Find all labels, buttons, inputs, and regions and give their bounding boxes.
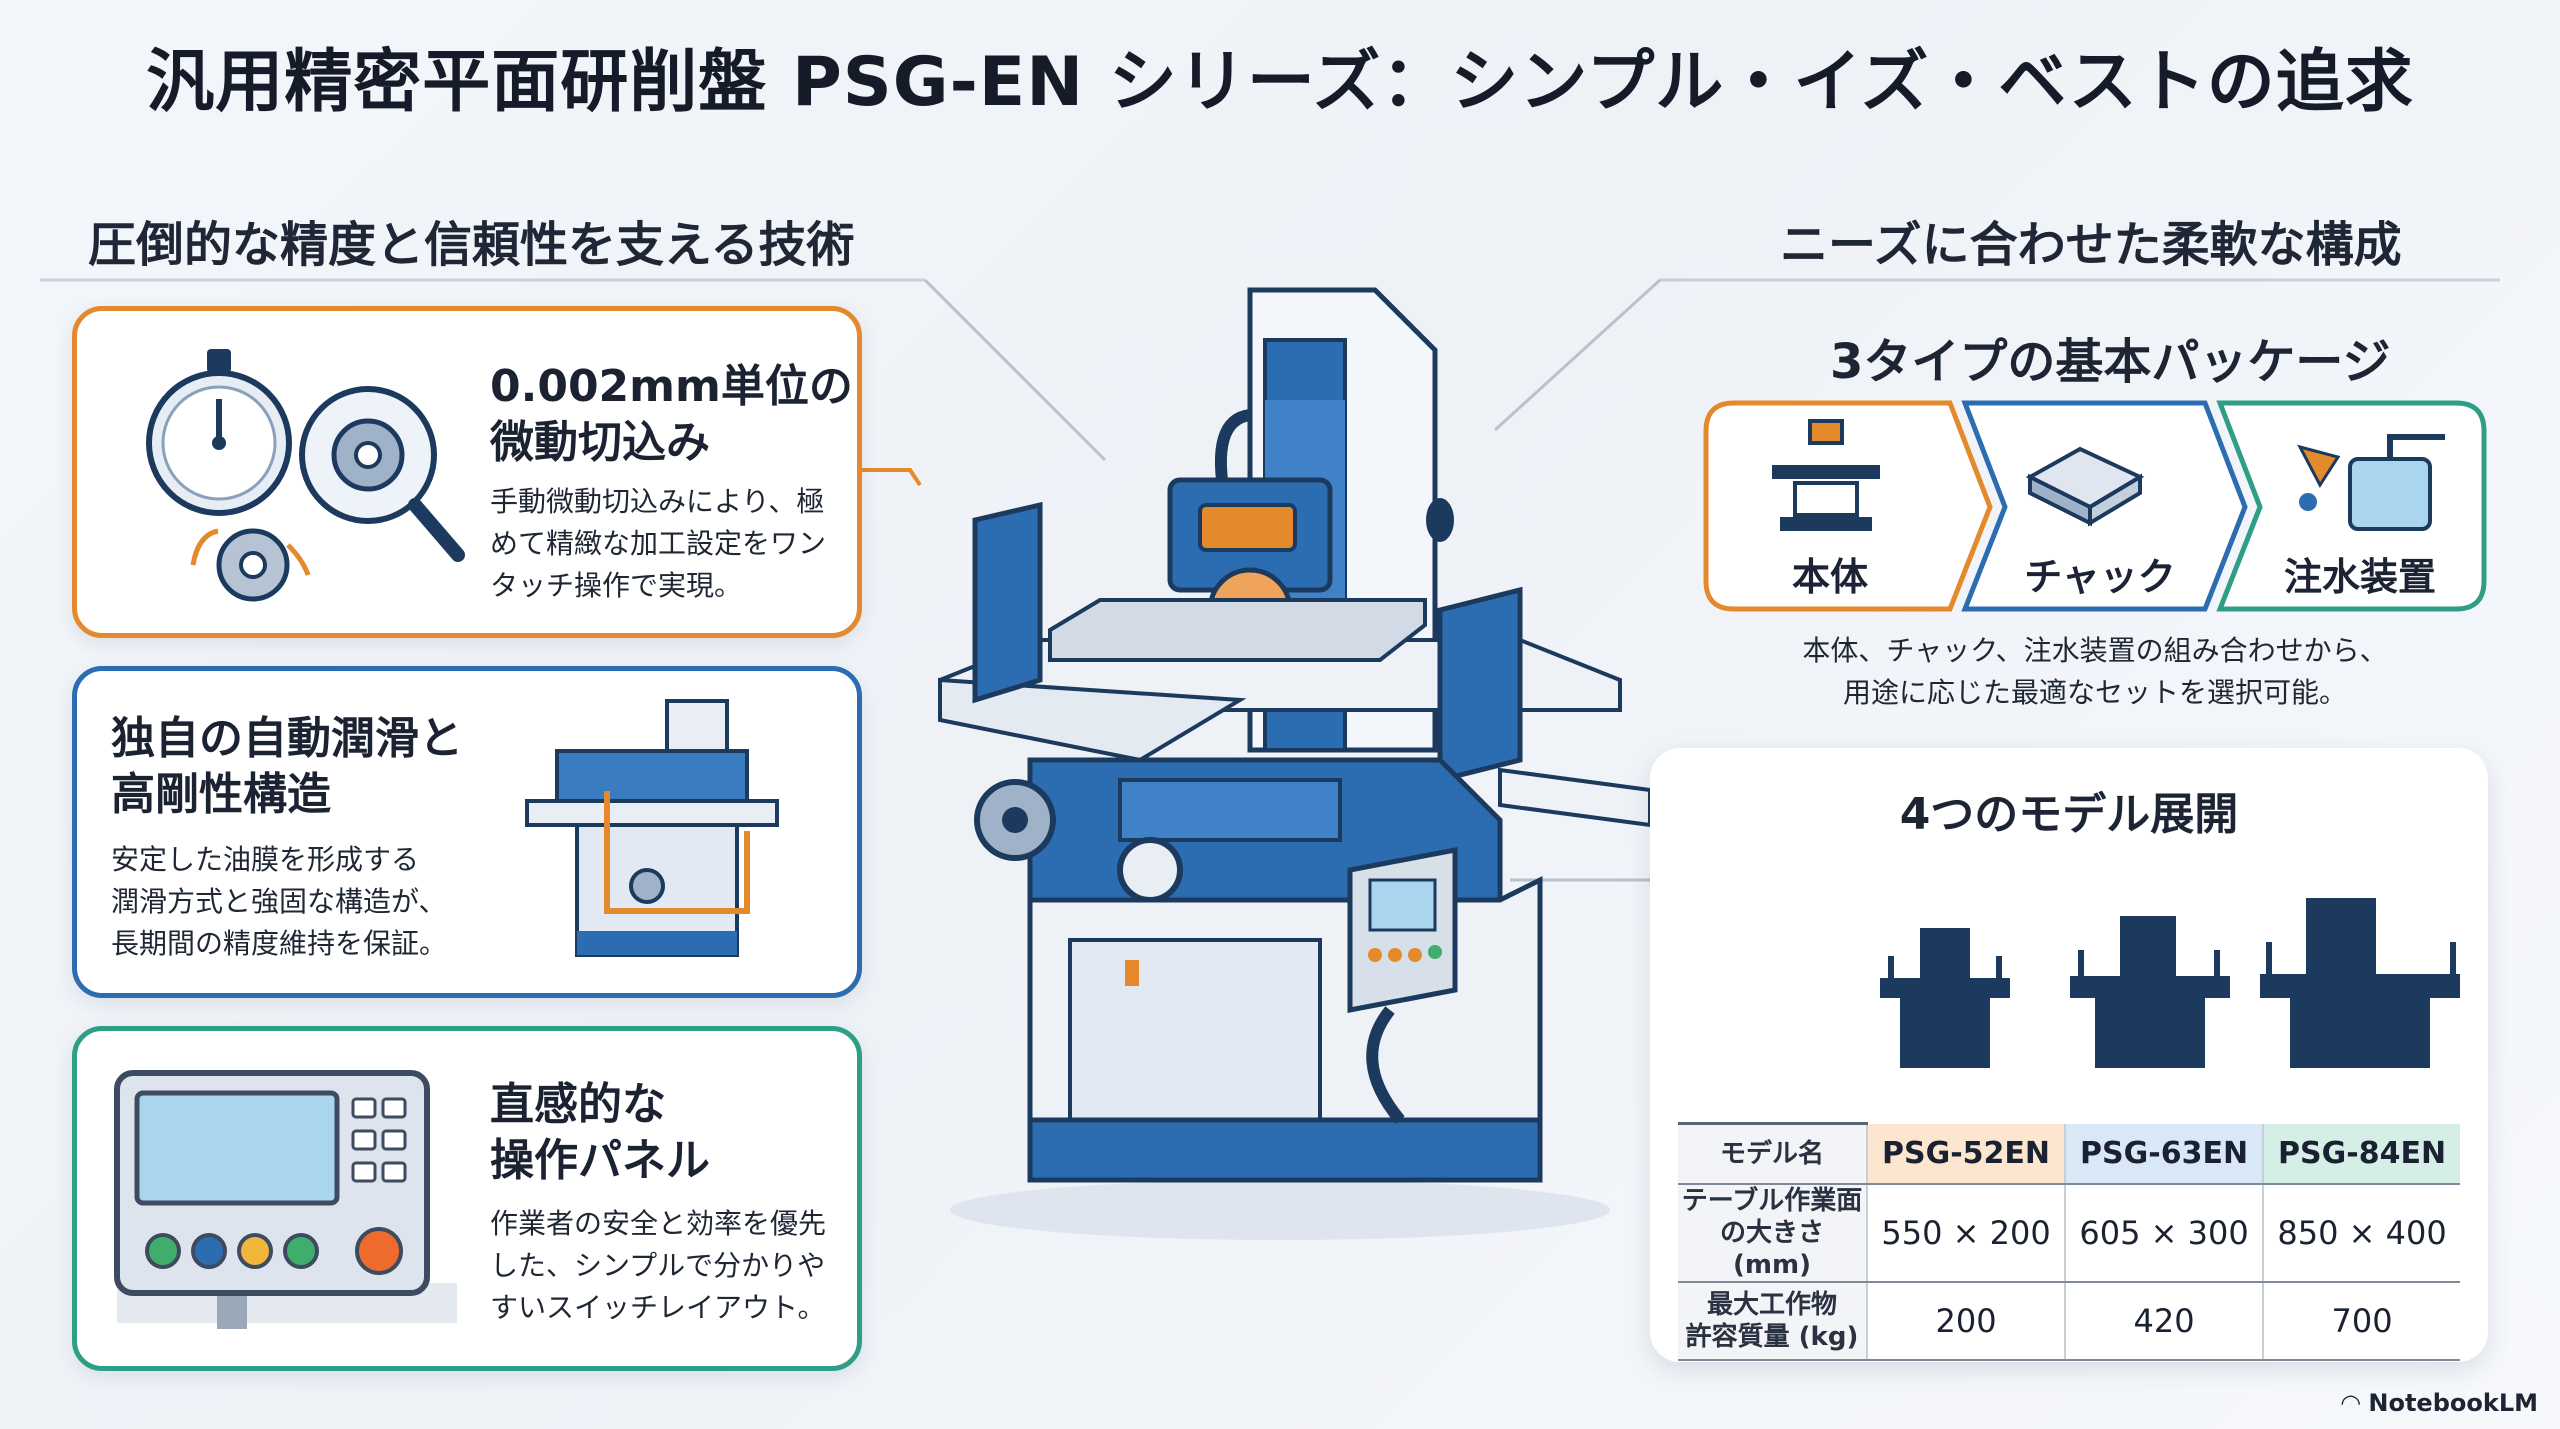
table-header-row: モデル名 PSG-52EN PSG-63EN PSG-84EN (1678, 1122, 2460, 1185)
package-chevrons (1703, 400, 2487, 612)
table-cell: 550 × 200 (1865, 1183, 2066, 1283)
table-cell: 700 (2262, 1281, 2460, 1361)
packages-description: 本体、チャック、注水装置の組み合わせから、 用途に応じた最適なセットを選択可能。 (1802, 634, 2388, 709)
table-header-cell: モデル名 (1678, 1122, 1867, 1185)
page-title: 汎用精密平面研削盤 PSG-EN シリーズ：シンプル・イズ・ベストの追求 (146, 43, 2414, 122)
feature-card-micro-feed: 0.002mm単位の 微動切込み 手動微動切込みにより、極 めて精緻な加工設定を… (72, 306, 862, 638)
table-row: テーブル作業面 の大きさ (mm) 550 × 200 605 × 300 85… (1678, 1183, 2460, 1283)
table-row-label: テーブル作業面 の大きさ (mm) (1678, 1183, 1867, 1283)
brand-watermark: ◠ NotebookLM (2342, 1389, 2538, 1417)
card-body: 安定した油膜を形成する 潤滑方式と強固な構造が、 長期間の精度維持を保証。 (111, 843, 448, 960)
table-header-cell: PSG-84EN (2262, 1123, 2460, 1185)
card-body: 手動微動切込みにより、極 めて精緻な加工設定をワン タッチ操作で実現。 (490, 485, 827, 602)
brand-name: NotebookLM (2368, 1389, 2538, 1417)
feature-card-control-panel: 直感的な 操作パネル 作業者の安全と効率を優先 した、シンプルで分かりや すいス… (72, 1026, 862, 1371)
table-header-cell: PSG-52EN (1865, 1123, 2066, 1185)
model-spec-table: モデル名 PSG-52EN PSG-63EN PSG-84EN テーブル作業面 … (1678, 1122, 2460, 1361)
card-title: 直感的な 操作パネル (490, 1079, 710, 1186)
table-cell: 850 × 400 (2262, 1183, 2460, 1283)
models-heading: 4つのモデル展開 (1899, 789, 2239, 840)
package-label-body: 本体 (1791, 555, 1868, 599)
table-cell: 605 × 300 (2064, 1183, 2264, 1283)
lubrication-machine-illustration (525, 699, 779, 957)
table-cell: 200 (1865, 1281, 2066, 1361)
control-panel-illustration (114, 1070, 457, 1329)
table-cell: 420 (2064, 1281, 2264, 1361)
table-row-label: 最大工作物 許容質量 (kg) (1678, 1281, 1867, 1361)
surface-grinder-illustration (938, 287, 1652, 1240)
models-card: 4つのモデル展開 モデル名 PSG-52EN PSG-63EN PSG-84EN (1650, 748, 2488, 1362)
model-silhouettes (1880, 898, 2460, 1068)
notebooklm-logo-icon: ◠ (2341, 1389, 2361, 1417)
card-title: 0.002mm単位の 微動切込み (490, 361, 853, 468)
right-section-heading: ニーズに合わせた柔軟な構成 (1780, 217, 2402, 273)
card-title: 独自の自動潤滑と 高剛性構造 (111, 713, 463, 820)
card-body: 作業者の安全と効率を優先 した、シンプルで分かりや すいスイッチレイアウト。 (490, 1207, 827, 1324)
package-label-chuck: チャック (2024, 555, 2176, 599)
stopwatch-gear-illustration (146, 349, 465, 602)
table-row: 最大工作物 許容質量 (kg) 200 420 700 (1678, 1281, 2460, 1361)
left-section-heading: 圧倒的な精度と信頼性を支える技術 (88, 217, 855, 273)
table-header-cell: PSG-63EN (2064, 1123, 2264, 1185)
package-label-coolant: 注水装置 (2283, 555, 2436, 599)
feature-card-lubrication: 独自の自動潤滑と 高剛性構造 安定した油膜を形成する 潤滑方式と強固な構造が、 … (72, 666, 862, 998)
packages-heading: 3タイプの基本パッケージ (1830, 334, 2391, 390)
